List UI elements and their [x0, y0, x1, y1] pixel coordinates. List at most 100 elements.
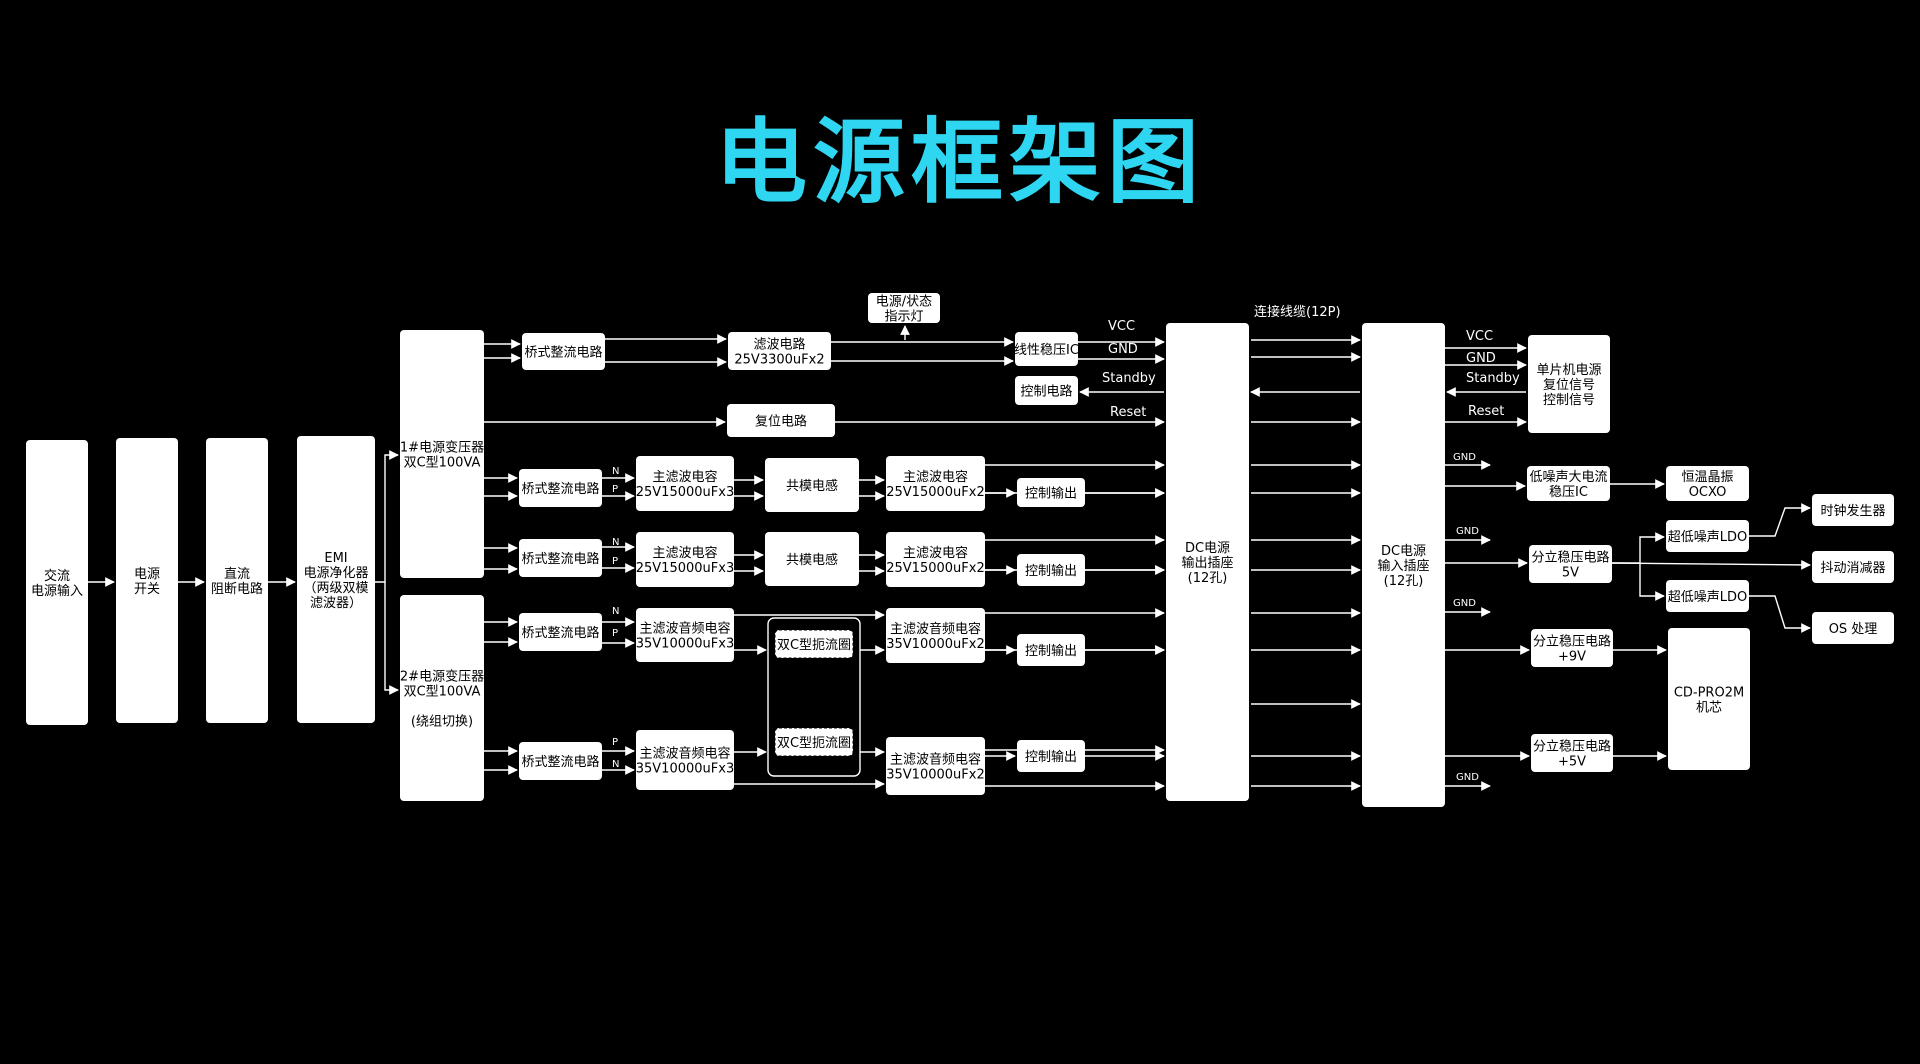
block-ctrl-out2-rect — [1017, 478, 1085, 507]
block-cap5a-text: 35V10000uFx3 — [636, 762, 734, 777]
block-tr2-text: (绕组切换) — [411, 715, 473, 730]
label-n-0: N — [612, 466, 619, 477]
block-cap4b-text: 主滤波音频电容 — [890, 621, 981, 637]
block-ctrl-out5: 控制输出 — [1017, 740, 1085, 772]
block-power-switch-rect — [116, 438, 178, 723]
block-reset-circuit-rect — [727, 404, 835, 437]
block-dc-block-text: 直流 — [224, 567, 250, 582]
label-vcc-right: VCC — [1466, 329, 1493, 344]
connector-line — [1639, 563, 1665, 601]
block-linear-ic-rect — [1015, 332, 1078, 366]
block-reg-p5v-rect — [1531, 734, 1613, 772]
block-reg-p5v: 分立稳压电路+5V — [1531, 734, 1613, 772]
block-indicator-text: 指示灯 — [884, 310, 923, 325]
block-dc-block-rect — [206, 438, 268, 723]
block-cap2b-text: 主滤波电容 — [903, 469, 968, 485]
block-cap2b-text: 25V15000uFx2 — [886, 485, 984, 500]
block-ldo-a-rect — [1666, 520, 1749, 552]
block-cap4a-text: 主滤波音频电容 — [639, 621, 730, 637]
connector-line — [375, 450, 399, 583]
block-bridge4: 桥式整流电路 — [519, 613, 602, 651]
block-ac-input-text: 交流 — [44, 568, 70, 584]
block-low-noise-ic-rect — [1527, 466, 1610, 501]
block-mcu-power-text: 复位信号 — [1543, 378, 1595, 393]
block-filter1-text: 25V3300uFx2 — [734, 353, 824, 368]
block-ctrl-out4: 控制输出 — [1017, 634, 1085, 666]
label-standby-left: Standby — [1102, 371, 1156, 386]
block-dc-in-socket-rect — [1362, 323, 1445, 807]
block-tr1-text: 1#电源变压器 — [400, 440, 484, 456]
block-cap4b-text: 35V10000uFx2 — [886, 637, 984, 652]
block-emi-rect — [297, 436, 375, 723]
block-cap2a-text: 25V15000uFx3 — [636, 485, 734, 500]
block-ctrl-out2: 控制输出 — [1017, 478, 1085, 507]
label-gnd-left: GND — [1108, 342, 1138, 357]
connector-line — [1749, 503, 1811, 537]
block-dc-block-text: 阻断电路 — [211, 581, 263, 597]
block-ctrl-out3: 控制输出 — [1017, 554, 1085, 586]
label-p-3: P — [612, 556, 618, 567]
block-low-noise-ic-text: 低噪声大电流 — [1529, 470, 1607, 485]
block-choke5-rect — [774, 727, 854, 757]
block-control-circuit-rect — [1015, 376, 1078, 405]
block-choke4-rect — [774, 629, 854, 659]
block-tr2-rect — [400, 595, 484, 801]
block-cap4b-rect — [886, 608, 985, 663]
block-bridge2-rect — [519, 469, 602, 507]
block-cap5b-text: 35V10000uFx2 — [886, 768, 984, 783]
label-gnd-4: GND — [1456, 772, 1479, 783]
block-cap2a-text: 主滤波电容 — [652, 469, 717, 485]
block-dc-out-socket-rect — [1166, 323, 1249, 801]
block-bridge5-text: 桥式整流电路 — [521, 754, 599, 770]
block-low-noise-ic-text: 稳压IC — [1549, 484, 1588, 500]
block-bridge5: 桥式整流电路 — [519, 742, 602, 780]
block-dc-out-socket-text: 输出插座 — [1181, 555, 1233, 571]
block-bridge1-text: 桥式整流电路 — [524, 345, 602, 361]
block-reg-5v-rect — [1529, 545, 1612, 583]
block-reg-9v: 分立稳压电路+9V — [1531, 629, 1613, 667]
block-cap3a-rect — [636, 532, 734, 587]
block-cap3b-text: 25V15000uFx2 — [886, 561, 984, 576]
block-cap4a-text: 35V10000uFx3 — [636, 637, 734, 652]
block-cd-pro-rect — [1668, 628, 1750, 770]
label-gnd-2: GND — [1456, 526, 1479, 537]
block-cap2a-rect — [636, 456, 734, 511]
block-tr2-text: 2#电源变压器 — [400, 669, 484, 685]
block-ldo-b-text: 超低噪声LDO — [1668, 590, 1748, 605]
block-reg-5v-text: 分立稳压电路 — [1531, 550, 1609, 566]
label-n-2: N — [612, 537, 619, 548]
block-ctrl-out2-text: 控制输出 — [1025, 486, 1077, 502]
label-gnd-3: GND — [1453, 598, 1476, 609]
block-ldo-a: 超低噪声LDO — [1666, 520, 1749, 552]
choke-group-frame — [767, 617, 861, 777]
block-ctrl-out3-rect — [1017, 554, 1085, 586]
block-cm-choke2-text: 共模电感 — [786, 478, 838, 494]
block-cd-pro-text: 机芯 — [1696, 701, 1722, 716]
block-emi-text: EMI — [324, 551, 347, 566]
block-bridge3-text: 桥式整流电路 — [521, 551, 599, 567]
block-bridge4-rect — [519, 613, 602, 651]
block-choke5: 双C型扼流圈 — [774, 727, 854, 757]
block-os-proc-rect — [1812, 612, 1894, 644]
block-indicator-rect — [868, 293, 940, 323]
block-bridge2-text: 桥式整流电路 — [521, 481, 599, 497]
block-ocxo-text: OCXO — [1689, 485, 1727, 500]
connector-line — [1612, 532, 1665, 564]
block-cm-choke2: 共模电感 — [765, 458, 859, 512]
block-ctrl-out5-rect — [1017, 740, 1085, 772]
block-dc-out-socket-text: (12孔) — [1188, 571, 1228, 586]
block-linear-ic: 线性稳压IC — [1014, 332, 1079, 366]
block-ocxo-rect — [1666, 466, 1749, 501]
block-control-circuit-text: 控制电路 — [1020, 384, 1072, 400]
